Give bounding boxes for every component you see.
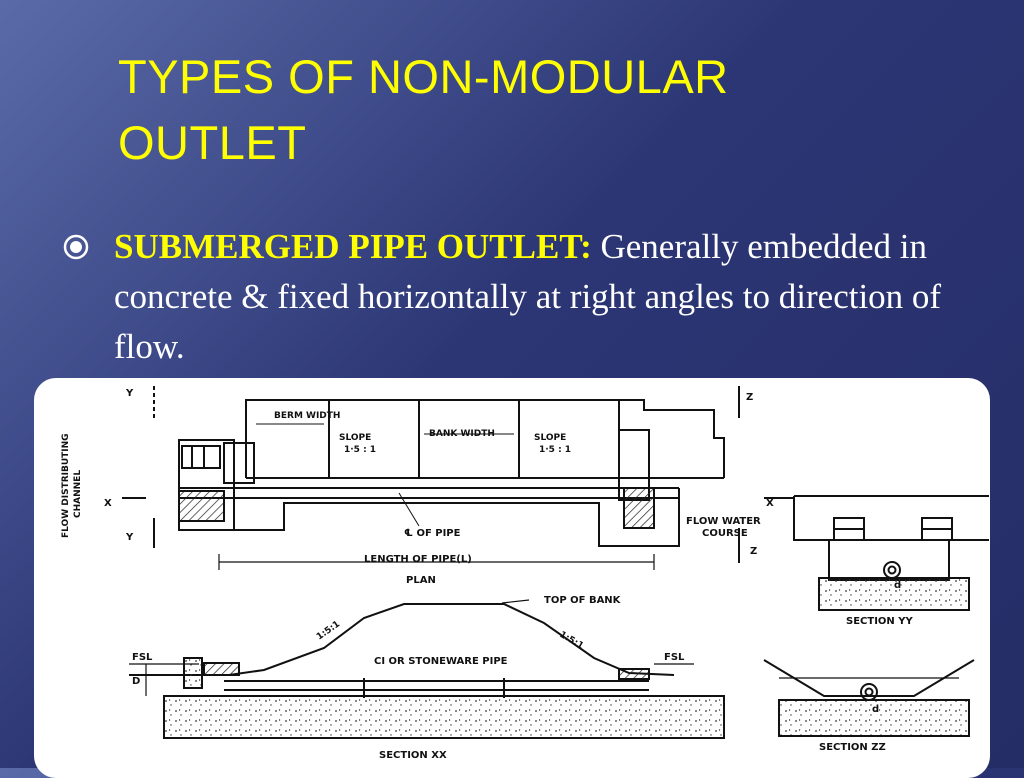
bullet-keyword: SUBMERGED PIPE OUTLET: (114, 227, 592, 266)
title-line-1: TYPES OF NON-MODULAR (118, 50, 729, 103)
bank-width-label: BANK WIDTH (429, 429, 495, 439)
slope-right-label: SLOPE (534, 433, 566, 443)
fsl-left-label: FSL (132, 652, 153, 663)
xx-d-label: D (132, 676, 140, 687)
section-xx-view (129, 599, 725, 739)
slide-title: TYPES OF NON-MODULAR OUTLET (118, 44, 878, 176)
plan-label: PLAN (406, 575, 436, 586)
outlet-diagram: BERM WIDTH SLOPE 1·5 : 1 BANK WIDTH SLOP… (61, 386, 989, 761)
section-yy-d: d (894, 580, 901, 591)
z-top-label: Z (746, 392, 753, 403)
y-bottom-label: Y (125, 532, 134, 543)
bullet-description: Generally embedded in concrete & fixed h… (114, 227, 942, 366)
section-yy-label: SECTION YY (846, 616, 914, 627)
x-left-label: X (104, 498, 112, 509)
pipe-label: CI OR STONEWARE PIPE (374, 656, 508, 667)
center-pipe-label: ℄ OF PIPE (404, 528, 461, 539)
flow-channel-label-2: CHANNEL (73, 470, 83, 518)
diagram-card: BERM WIDTH SLOPE 1·5 : 1 BANK WIDTH SLOP… (34, 378, 990, 778)
section-zz-label: SECTION ZZ (819, 742, 886, 753)
section-zz-d: d (872, 704, 879, 715)
section-yy-view (793, 495, 989, 611)
z-bottom-label: Z (750, 546, 757, 557)
plan-view (122, 386, 794, 570)
course-label: COURSE (702, 528, 748, 539)
xx-slope-left: 1:5:1 (315, 619, 342, 642)
flow-water-label: FLOW WATER (686, 516, 761, 527)
title-line-2: OUTLET (118, 116, 307, 169)
section-zz-view (763, 659, 975, 737)
fsl-right-label: FSL (664, 652, 685, 663)
flow-channel-label-1: FLOW DISTRIBUTING (61, 433, 71, 538)
xx-slope-right: 1:5:1 (558, 630, 586, 652)
berm-width-label: BERM WIDTH (274, 411, 340, 421)
x-right-label: X (766, 498, 774, 509)
length-pipe-label: LENGTH OF PIPE(L) (364, 554, 472, 565)
slope-left-label: SLOPE (339, 433, 371, 443)
bullet-text: SUBMERGED PIPE OUTLET: Generally embedde… (114, 222, 954, 372)
slope-left-ratio: 1·5 : 1 (344, 445, 376, 455)
circle-bullet-icon (63, 234, 89, 260)
top-of-bank-label: TOP OF BANK (544, 595, 622, 606)
y-top-label: Y (125, 388, 134, 399)
slope-right-ratio: 1·5 : 1 (539, 445, 571, 455)
section-xx-label: SECTION XX (379, 750, 447, 761)
